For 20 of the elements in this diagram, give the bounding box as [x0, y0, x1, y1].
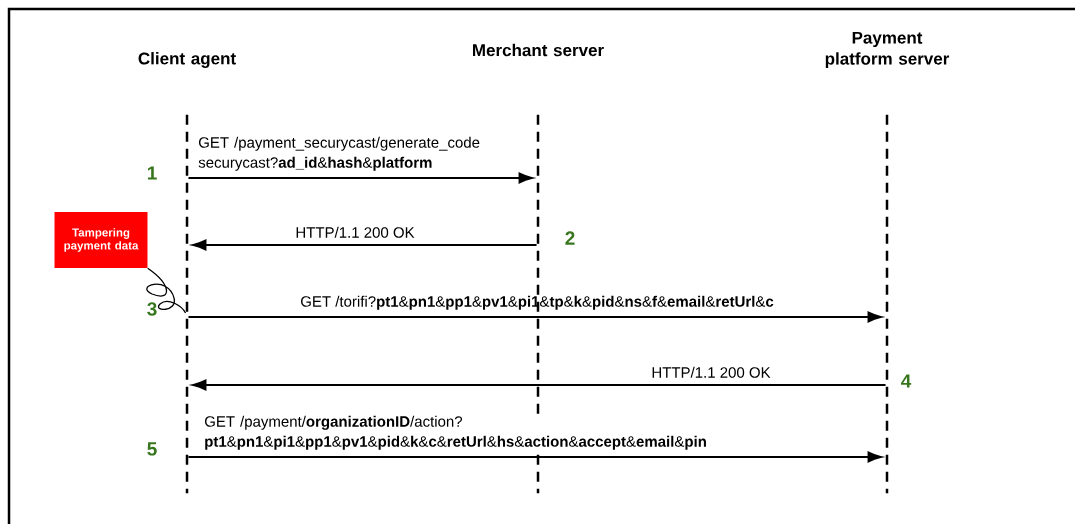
message-label: HTTP/1.1 200 OK	[296, 226, 415, 238]
participant-label: Merchant server	[473, 43, 604, 57]
step-number: 1	[147, 166, 157, 180]
message-label: HTTP/1.1 200 OK	[652, 366, 771, 378]
participant-label: Client agent	[138, 52, 236, 68]
lifeline	[185, 114, 189, 494]
message-arrow	[188, 311, 882, 323]
leader-line	[146, 267, 187, 314]
message-label: GET /payment/organizationID/action? pt1&pn1&pi1&pp1&pv1&pid&k&c&retUrl&hs&action&accept&email&pin	[203, 414, 706, 451]
step-number: 2	[565, 231, 575, 245]
lifeline	[885, 114, 889, 494]
note-box: Tampering payment data	[54, 212, 148, 268]
message-arrow	[188, 451, 882, 463]
step-number: 4	[901, 374, 912, 388]
message-label: GET /payment_securycast/generate_code securycast?ad_id&hash&platform	[198, 136, 480, 171]
message-label: GET /torifi?pt1&pn1&pp1&pv1&pi1&tp&k&pid&ns&f&email&retUrl&c	[301, 295, 774, 310]
step-number: 3	[147, 302, 157, 316]
message-arrow	[192, 379, 886, 391]
participant-label: Payment platform server	[825, 31, 950, 69]
step-number: 5	[147, 442, 157, 456]
